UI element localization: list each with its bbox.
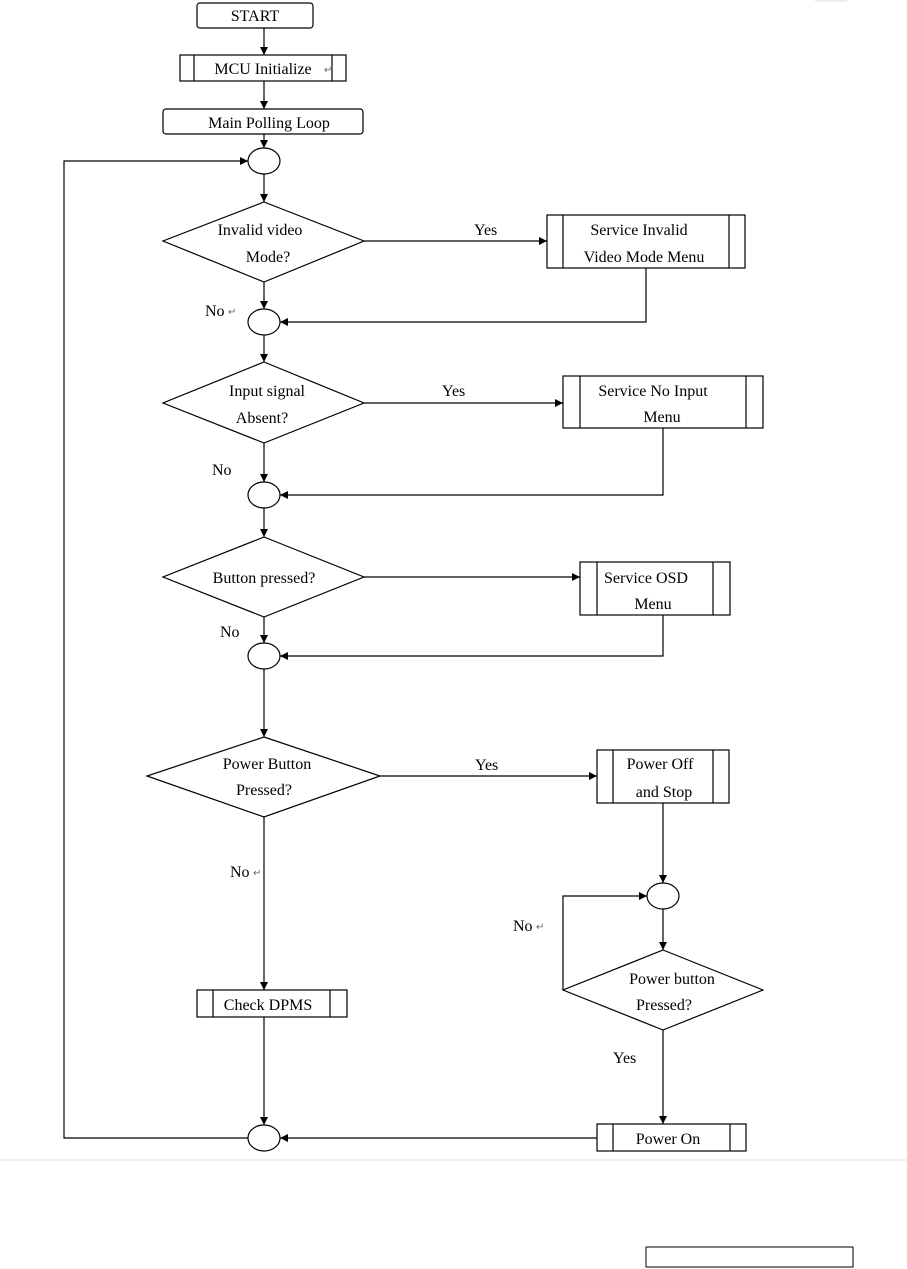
return-mark: ↵	[536, 922, 544, 933]
label-yes-5: Yes	[613, 1050, 636, 1067]
decision3-line1: Button pressed?	[213, 570, 316, 587]
connector-2	[247, 308, 281, 336]
decision-power-button-pressed-again: Power button Pressed?	[561, 949, 765, 1031]
mcu-initialize-label: MCU Initialize	[214, 61, 311, 78]
label-yes-2: Yes	[442, 383, 465, 400]
power-off-line2: and Stop	[636, 784, 692, 801]
power-on-node: Power On	[596, 1123, 747, 1152]
main-polling-loop-label: Main Polling Loop	[208, 115, 330, 132]
return-mark: ↵	[228, 307, 236, 318]
service-osd-menu: Service OSD Menu	[579, 561, 731, 616]
decision-button-pressed: Button pressed?	[161, 536, 366, 618]
label-yes-1: Yes	[474, 222, 497, 239]
return-mark: ↵	[324, 65, 332, 76]
label-no-3: No	[220, 624, 240, 641]
connector-4	[247, 642, 281, 670]
service2-line2: Menu	[643, 409, 680, 426]
decision1-line1: Invalid video	[218, 222, 303, 239]
connector-6	[247, 1124, 281, 1152]
label-no-4: No	[230, 864, 250, 881]
decision2-line1: Input signal	[229, 383, 306, 400]
check-dpms-node: Check DPMS	[196, 989, 348, 1018]
connector-5	[646, 882, 680, 910]
connector-3	[247, 481, 281, 509]
power-on-label: Power On	[636, 1131, 700, 1148]
decision4-line2: Pressed?	[236, 782, 292, 799]
decision5-line1: Power button	[629, 971, 715, 988]
service1-line1: Service Invalid	[590, 222, 687, 239]
start-node: START	[196, 2, 314, 29]
service3-line1: Service OSD	[604, 570, 688, 587]
service3-line2: Menu	[634, 596, 671, 613]
mcu-initialize-node: MCU Initialize ↵	[179, 54, 347, 82]
start-label: START	[231, 8, 280, 25]
decision1-line2: Mode?	[246, 249, 290, 266]
service2-line1: Service No Input	[598, 383, 708, 400]
decision2-line2: Absent?	[236, 410, 288, 427]
label-no-5: No	[513, 918, 533, 935]
power-off-and-stop-node: Power Off and Stop	[596, 749, 730, 804]
connector-1	[247, 147, 281, 175]
decision-input-signal-absent: Input signal Absent?	[161, 361, 366, 444]
decision4-line1: Power Button	[223, 756, 311, 773]
power-off-line1: Power Off	[627, 756, 694, 773]
flow-arrows	[63, 28, 667, 1142]
main-polling-loop-node: Main Polling Loop	[162, 108, 364, 135]
decision-invalid-video-mode: Invalid video Mode?	[161, 201, 366, 283]
label-yes-4: Yes	[475, 757, 498, 774]
return-mark: ↵	[253, 868, 261, 879]
service-invalid-video-mode-menu: Service Invalid Video Mode Menu	[546, 214, 746, 269]
footer-box	[645, 1246, 854, 1268]
check-dpms-label: Check DPMS	[224, 997, 312, 1014]
service1-line2: Video Mode Menu	[584, 249, 705, 266]
decision5-line2: Pressed?	[636, 997, 692, 1014]
label-no-2: No	[212, 462, 232, 479]
decision-power-button-pressed: Power Button Pressed?	[145, 736, 382, 818]
label-no-1: No	[205, 303, 225, 320]
service-no-input-menu: Service No Input Menu	[562, 375, 764, 429]
